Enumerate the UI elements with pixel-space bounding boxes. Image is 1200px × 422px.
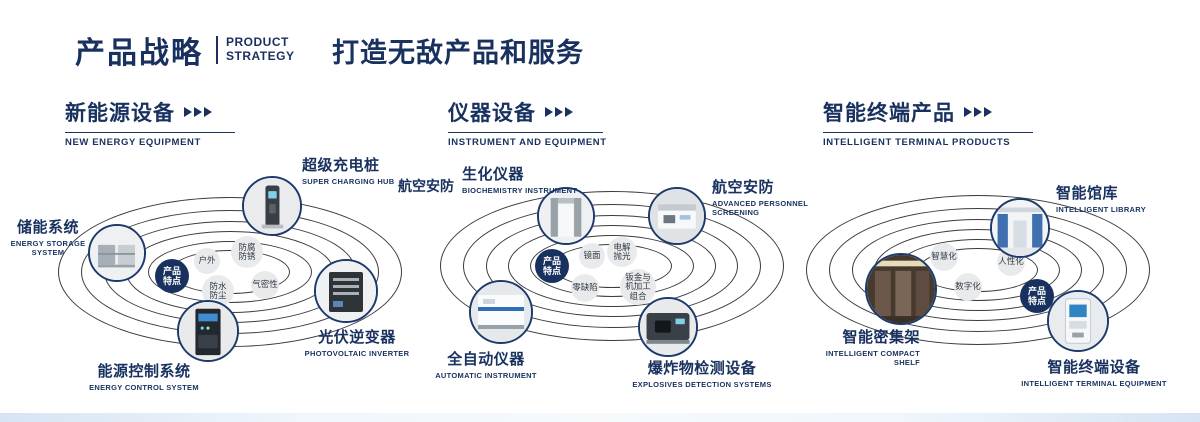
compact-shelf-photo (867, 255, 935, 323)
triple-arrow-icon (964, 107, 992, 117)
explosives-detector-photo (640, 299, 696, 355)
label-compact-shelf: 智能密集架 INTELLIGENT COMPACT SHELF (825, 329, 920, 367)
product-features-badge: 产品 特点 (1020, 279, 1054, 313)
terminal-equipment-photo (1049, 292, 1107, 350)
feature-tag: 户外 (194, 248, 220, 274)
intelligent-library-photo (992, 200, 1048, 256)
page-title-en: PRODUCT STRATEGY (226, 35, 294, 63)
energy-control-photo (179, 302, 237, 360)
product-features-badge: 产品 特点 (155, 259, 189, 293)
label-biochemistry: 生化仪器 BIOCHEMISTRY INSTRUMENT (462, 166, 578, 195)
screening-machine-photo (650, 189, 704, 243)
node-intelligent-library (990, 198, 1050, 258)
page-title: 产品战略 (75, 37, 203, 70)
node-energy-storage (88, 224, 146, 282)
super-charger-photo (244, 178, 300, 234)
product-features-badge: 产品 特点 (535, 249, 569, 283)
node-super-charger (242, 176, 302, 236)
section-title: 智能终端产品 (823, 102, 955, 125)
label-personnel-screening: 航空安防 ADVANCED PERSONNEL SCREENING (712, 179, 809, 217)
section-subtitle: INSTRUMENT AND EQUIPMENT (448, 137, 607, 148)
section-subtitle: INTELLIGENT TERMINAL PRODUCTS (823, 137, 1011, 148)
label-intelligent-library: 智能馆库 INTELLIGENT LIBRARY (1056, 185, 1147, 214)
feature-tag: 钣金与 机加工 组合 (620, 269, 656, 305)
node-security-gate (537, 187, 595, 245)
tagline: 打造无敌产品和服务 (332, 38, 584, 68)
section-subtitle: NEW ENERGY EQUIPMENT (65, 137, 201, 148)
label-explosives-detection: 爆炸物检测设备 EXPLOSIVES DETECTION SYSTEMS (632, 360, 772, 389)
label-terminal-equipment: 智能终端设备 INTELLIGENT TERMINAL EQUIPMENT (1021, 359, 1167, 388)
security-gate-photo (539, 189, 593, 243)
node-automatic-instrument (469, 280, 533, 344)
node-energy-control (177, 300, 239, 362)
page-title-en-line1: PRODUCT (226, 35, 289, 49)
feature-tag: 零缺陷 (571, 274, 599, 302)
feature-tag: 气密性 (251, 271, 279, 299)
section-head-intelligent: 智能终端产品 INTELLIGENT TERMINAL PRODUCTS (823, 97, 1033, 148)
label-automatic-instrument: 全自动仪器 AUTOMATIC INSTRUMENT (435, 351, 537, 380)
feature-tag: 数字化 (954, 273, 982, 301)
label-aviation-security: 航空安防 (398, 178, 454, 194)
node-terminal-equipment (1047, 290, 1109, 352)
bottom-decorative-band (0, 413, 1200, 422)
label-energy-storage: 储能系统 ENERGY STORAGE SYSTEM (10, 219, 86, 257)
section-head-new-energy: 新能源设备 NEW ENERGY EQUIPMENT (65, 97, 235, 148)
triple-arrow-icon (184, 107, 212, 117)
energy-storage-photo (90, 226, 144, 280)
label-super-charger: 超级充电桩 SUPER CHARGING HUB (302, 157, 395, 186)
feature-tag: 智慧化 (930, 243, 958, 271)
section-head-instrument: 仪器设备 INSTRUMENT AND EQUIPMENT (448, 97, 607, 148)
feature-tag: 镜面 (579, 243, 605, 269)
section-title: 新能源设备 (65, 102, 175, 125)
orbit-ring (440, 191, 784, 341)
node-compact-shelf (865, 253, 937, 325)
automatic-instrument-photo (471, 282, 531, 342)
orbit-ring (806, 195, 1150, 345)
feature-tag: 防腐 防锈 (231, 236, 263, 268)
triple-arrow-icon (545, 107, 573, 117)
section-title: 仪器设备 (448, 102, 536, 125)
node-screening-machine (648, 187, 706, 245)
pv-inverter-photo (316, 261, 376, 321)
feature-tag: 电解 抛光 (607, 237, 637, 267)
node-explosives-detector (638, 297, 698, 357)
label-pv-inverter: 光伏逆变器 PHOTOVOLTAIC INVERTER (304, 329, 410, 358)
title-divider (216, 36, 218, 64)
label-energy-control: 能源控制系统 ENERGY CONTROL SYSTEM (89, 363, 199, 392)
page-title-en-line2: STRATEGY (226, 49, 295, 63)
node-pv-inverter (314, 259, 378, 323)
